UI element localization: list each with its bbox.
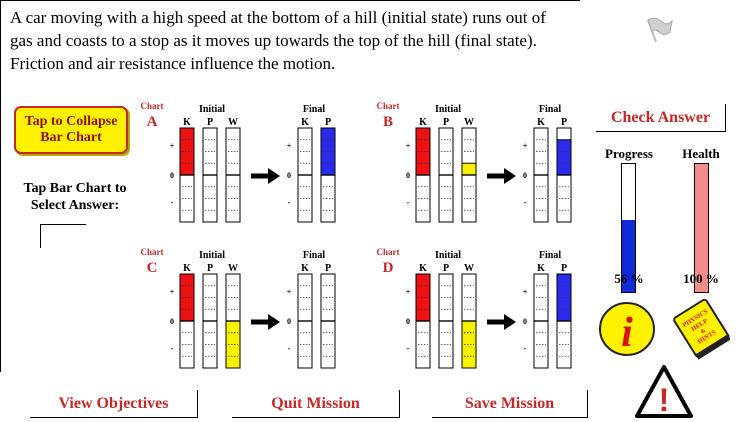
chart-c-final-label-k: K [301, 263, 309, 274]
chart-b-initial-title: Initial [435, 104, 461, 115]
chart-b-final-axis-minus: - [524, 198, 527, 207]
chart-b-arrow-head [504, 168, 516, 184]
chart-c-caption: Chart [141, 247, 164, 257]
chart-d-final-label-k: K [537, 263, 545, 274]
answer-box[interactable] [40, 224, 86, 248]
chart-c-initial-axis-plus: + [170, 288, 175, 297]
chart-d-initial-label-w: W [464, 263, 474, 274]
progress-title: Progress [605, 146, 653, 161]
chart-a-final-label-k: K [301, 117, 309, 128]
chart-c-final-axis-zero: 0 [287, 317, 291, 326]
chart-a-initial-axis-plus: + [170, 142, 175, 151]
chart-d-letter: D [383, 260, 394, 276]
chart-d-final-label-p: P [561, 263, 567, 274]
chart-b-final-title: Final [539, 104, 561, 115]
chart-c-initial-title: Initial [199, 250, 225, 261]
chart-a-initial-axis-zero: 0 [170, 171, 174, 180]
check-answer-button[interactable]: Check Answer [596, 104, 726, 132]
svg-text:i: i [621, 310, 633, 356]
chart-d-initial-axis-minus: - [407, 344, 410, 353]
view-objectives-button[interactable]: View Objectives [30, 390, 198, 418]
chart-b-final-label-k: K [537, 117, 545, 128]
chart-b-initial-label-k: K [419, 117, 427, 128]
chart-a-final-label-p: P [325, 117, 331, 128]
chart-a-caption: Chart [141, 101, 164, 111]
chart-b-final-bar-p [556, 139, 572, 176]
info-icon[interactable]: i [598, 301, 656, 357]
chart-d-initial-axis-plus: + [406, 288, 411, 297]
chart-d-final-axis-minus: - [524, 344, 527, 353]
chart-c-initial-axis-minus: - [171, 344, 174, 353]
question-text: A car moving with a high speed at the bo… [10, 8, 546, 73]
chart-a-arrow-head [268, 168, 280, 184]
svg-text:&: & [700, 328, 707, 336]
chart-b-final-axis-plus: + [523, 142, 528, 151]
chart-a-initial-title: Initial [199, 104, 225, 115]
chart-c-arrow-head [268, 314, 280, 330]
chart-b-letter: B [383, 114, 393, 130]
chart-b-initial-axis-zero: 0 [406, 171, 410, 180]
chart-b-initial-axis-minus: - [407, 198, 410, 207]
health-fill [695, 164, 708, 292]
chart-d-caption: Chart [377, 247, 400, 257]
chart-a-initial-axis-minus: - [171, 198, 174, 207]
chart-b-initial-bar-w [461, 162, 477, 176]
chart-c-letter: C [147, 260, 158, 276]
chart-a-final-axis-minus: - [288, 198, 291, 207]
chart-b-initial-label-w: W [464, 117, 474, 128]
quit-mission-button[interactable]: Quit Mission [232, 390, 400, 418]
select-answer-instruction: Tap Bar Chart to Select Answer: [23, 181, 127, 213]
collapse-bar-chart-button[interactable]: Tap to Collapse Bar Chart [14, 106, 128, 154]
chart-d-initial-label-k: K [419, 263, 427, 274]
health-value: 100 % [683, 271, 719, 286]
progress-value: 56 % [614, 271, 644, 286]
chart-c-initial-axis-zero: 0 [170, 317, 174, 326]
progress-meter [621, 163, 636, 293]
chart-d-final-axis-zero: 0 [523, 317, 527, 326]
chart-b-final-axis-zero: 0 [523, 171, 527, 180]
chart-a-final-axis-zero: 0 [287, 171, 291, 180]
chart-d-arrow-head [504, 314, 516, 330]
question-border-left [0, 0, 1, 372]
progress-fill [622, 220, 635, 292]
chart-a-initial-label-w: W [228, 117, 238, 128]
chart-d-initial-label-p: P [443, 263, 449, 274]
chart-c-initial-label-w: W [228, 263, 238, 274]
question-border-top [0, 0, 580, 1]
chart-a-initial-label-k: K [183, 117, 191, 128]
chart-b-caption: Chart [377, 101, 400, 111]
health-meter [694, 163, 709, 293]
chart-d-final-axis-plus: + [523, 288, 528, 297]
save-mission-button[interactable]: Save Mission [432, 390, 588, 418]
chart-d-initial-axis-zero: 0 [406, 317, 410, 326]
physics-help-hints-book-icon[interactable]: PHYSICS HELP & HINTS [670, 296, 730, 360]
chart-d-final-title: Final [539, 250, 561, 261]
chart-c-final-axis-minus: - [288, 344, 291, 353]
svg-text:!: ! [659, 382, 670, 418]
chart-d-initial-title: Initial [435, 250, 461, 261]
chart-b-initial-label-p: P [443, 117, 449, 128]
chart-b-initial-axis-plus: + [406, 142, 411, 151]
chart-c-final-label-p: P [325, 263, 331, 274]
chart-c-initial-label-k: K [183, 263, 191, 274]
chart-c-final-axis-plus: + [287, 288, 292, 297]
chart-a-final-title: Final [303, 104, 325, 115]
chart-a-initial-label-p: P [207, 117, 213, 128]
chart-a-final-axis-plus: + [287, 142, 292, 151]
warning-icon[interactable]: ! [634, 364, 694, 420]
health-title: Health [682, 146, 720, 161]
flag-icon[interactable] [644, 16, 674, 44]
chart-a-letter: A [147, 114, 158, 130]
chart-c-final-title: Final [303, 250, 325, 261]
chart-c-initial-label-p: P [207, 263, 213, 274]
chart-b-final-label-p: P [561, 117, 567, 128]
